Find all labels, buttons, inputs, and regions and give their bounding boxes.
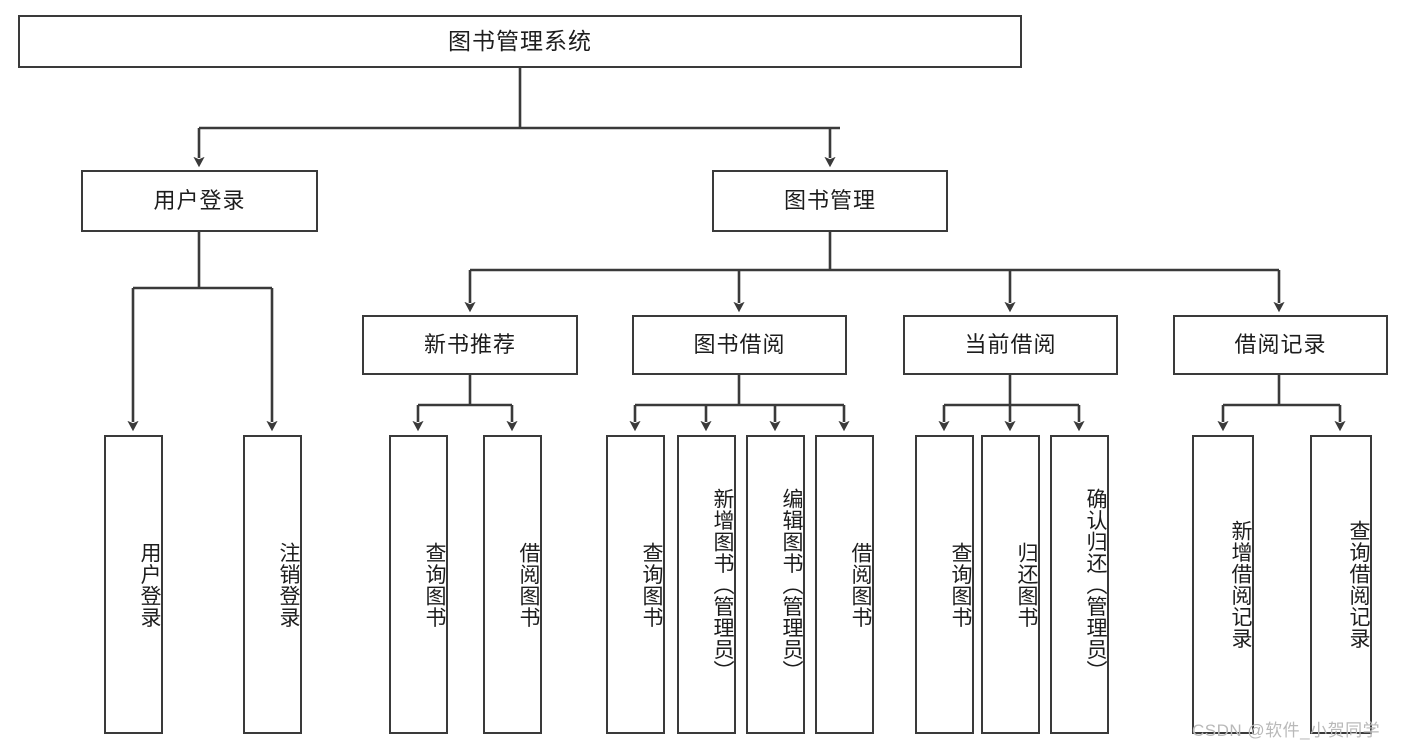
leaf-current-confirm-return[interactable]: 确认归还（管理员） (1050, 435, 1109, 734)
node-label: 用户登录 (138, 541, 161, 628)
node-new-book-recommend[interactable]: 新书推荐 (362, 315, 578, 375)
node-label: 借阅图书 (849, 541, 872, 628)
node-label: 新增借阅记录 (1229, 520, 1252, 649)
node-label: 图书管理系统 (448, 27, 592, 54)
leaf-borrow-add-book[interactable]: 新增图书（管理员） (677, 435, 736, 734)
leaf-borrow-query-book[interactable]: 查询图书 (606, 435, 665, 734)
leaf-user-login-signin[interactable]: 用户登录 (104, 435, 163, 734)
leaf-record-query-record[interactable]: 查询借阅记录 (1310, 435, 1372, 734)
node-label: 图书借阅 (693, 332, 786, 358)
leaf-current-query-book[interactable]: 查询图书 (915, 435, 974, 734)
leaf-borrow-edit-book[interactable]: 编辑图书（管理员） (746, 435, 805, 734)
leaf-recommend-borrow-book[interactable]: 借阅图书 (483, 435, 542, 734)
leaf-borrow-borrow-book[interactable]: 借阅图书 (815, 435, 874, 734)
node-label: 借阅记录 (1234, 332, 1327, 358)
leaf-current-return-book[interactable]: 归还图书 (981, 435, 1040, 734)
watermark-text: CSDN @软件_小贺同学 (1192, 721, 1381, 740)
node-label: 新增图书（管理员） (711, 487, 734, 682)
leaf-user-login-signout[interactable]: 注销登录 (243, 435, 302, 734)
node-current-borrow[interactable]: 当前借阅 (903, 315, 1118, 375)
node-label: 查询图书 (949, 541, 972, 628)
node-label: 图书管理 (783, 188, 876, 214)
node-label: 用户登录 (153, 188, 246, 214)
leaf-recommend-query-book[interactable]: 查询图书 (389, 435, 448, 734)
node-label: 新书推荐 (423, 332, 516, 358)
node-book-borrow[interactable]: 图书借阅 (632, 315, 847, 375)
node-borrow-record[interactable]: 借阅记录 (1173, 315, 1388, 375)
node-label: 查询图书 (423, 541, 446, 628)
node-label: 编辑图书（管理员） (780, 487, 803, 682)
node-label: 归还图书 (1015, 541, 1038, 628)
node-label: 当前借阅 (964, 332, 1057, 358)
node-user-login[interactable]: 用户登录 (81, 170, 318, 232)
node-book-management[interactable]: 图书管理 (712, 170, 948, 232)
node-label: 确认归还（管理员） (1084, 487, 1107, 682)
leaf-record-add-record[interactable]: 新增借阅记录 (1192, 435, 1254, 734)
node-label: 注销登录 (277, 541, 300, 628)
node-root-system[interactable]: 图书管理系统 (18, 15, 1022, 68)
node-label: 查询借阅记录 (1347, 520, 1370, 649)
node-label: 借阅图书 (517, 541, 540, 628)
node-label: 查询图书 (640, 541, 663, 628)
